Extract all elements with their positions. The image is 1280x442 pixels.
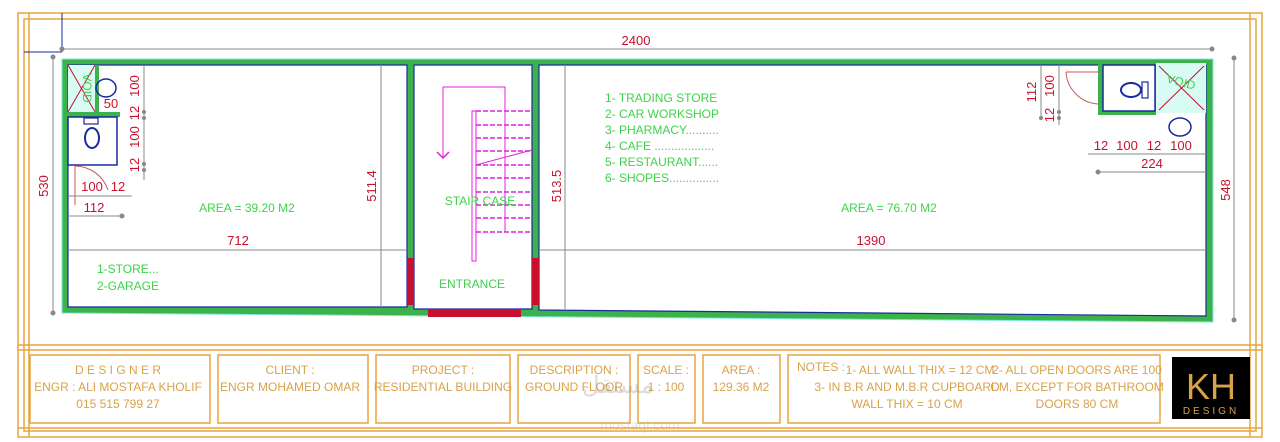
note-2b: CM, EXCEPT FOR BATHROOM <box>990 380 1164 394</box>
dim-r-100: 100 <box>1042 75 1057 97</box>
watermark-arabic: مستقل <box>582 372 654 399</box>
door-left <box>407 258 414 305</box>
dim-r-h12a: 12 <box>1094 138 1108 153</box>
dim-1390: 1390 <box>857 233 886 248</box>
toilet-icon <box>84 127 100 149</box>
designer-heading: D E S I G N E R <box>75 363 161 377</box>
project-heading: PROJECT : <box>412 363 474 377</box>
void-label-left: VOID <box>80 73 94 103</box>
dim-513-5: 513.5 <box>549 170 564 203</box>
right-use-5: 5- RESTAURANT...... <box>605 155 718 169</box>
dim-bath-100a: 100 <box>127 75 142 97</box>
dim-r-h100b: 100 <box>1170 138 1192 153</box>
dim-bath-12a: 12 <box>127 106 142 120</box>
left-room-area: AREA = 39.20 M2 <box>199 201 295 215</box>
designer-name: ENGR : ALI MOSTAFA KHOLIF <box>34 380 202 394</box>
dim-530: 530 <box>36 175 51 197</box>
right-use-3: 3- PHARMACY.......... <box>605 123 719 137</box>
area-value: 129.36 M2 <box>713 380 770 394</box>
sink-icon <box>95 78 117 98</box>
logo-mark: KH <box>1186 366 1236 407</box>
note-2a: 2- ALL OPEN DOORS ARE 100 <box>992 363 1162 377</box>
right-bathroom: VOID 112 100 12 12 100 12 100 224 <box>1024 63 1206 175</box>
title-block: D E S I G N E R ENGR : ALI MOSTAFA KHOLI… <box>29 354 1250 424</box>
toilet-icon-right <box>1120 82 1142 98</box>
overall-width-dimension: 2400 <box>59 33 1215 52</box>
right-use-2: 2- CAR WORKSHOP <box>605 107 719 121</box>
dim-r-12: 12 <box>1042 108 1057 122</box>
dim-r-h12b: 12 <box>1147 138 1161 153</box>
dim-bath-12b: 12 <box>127 158 142 172</box>
entrance-door <box>428 309 521 317</box>
designer-phone: 015 515 799 27 <box>76 397 160 411</box>
right-room-area: AREA = 76.70 M2 <box>841 201 937 215</box>
building-walls <box>61 58 1214 323</box>
description-heading: DESCRIPTION : <box>530 363 619 377</box>
dim-bath-100b: 100 <box>127 126 142 148</box>
right-height-dimension: 548 <box>1218 55 1237 323</box>
note-3b: WALL THIX = 10 CM <box>851 397 962 411</box>
dim-sink-50: 50 <box>104 96 118 111</box>
note-3a: 3- IN B.R AND M.B.R CUPBOARD <box>814 380 1000 394</box>
dim-511-4: 511.4 <box>364 170 379 202</box>
dim-door-100: 100 <box>81 179 103 194</box>
right-use-1: 1- TRADING STORE <box>605 91 717 105</box>
dim-r-h100a: 100 <box>1116 138 1138 153</box>
watermark-latin: mostaql.com <box>600 417 679 433</box>
client-value: ENGR MOHAMED OMAR <box>220 380 360 394</box>
right-use-6: 6- SHOPES............... <box>605 171 719 185</box>
area-heading: AREA : <box>722 363 761 377</box>
door-right <box>532 258 539 305</box>
note-1: 1- ALL WALL THIX = 12 CM <box>846 363 995 377</box>
kh-design-logo: KH DESIGN <box>1172 357 1250 419</box>
left-use-1: 1-STORE... <box>97 262 159 276</box>
left-height-dimension: 530 <box>36 54 56 316</box>
right-room: 1390 AREA = 76.70 M2 1- TRADING STORE 2-… <box>539 91 1206 251</box>
description-value: GROUND FLOOR <box>525 380 623 394</box>
dim-r-112: 112 <box>1024 82 1039 103</box>
project-value: RESIDENTIAL BUILDING <box>374 380 512 394</box>
sink-icon-right <box>1168 117 1192 137</box>
dim-wall-12: 12 <box>111 179 125 194</box>
dim-112: 112 <box>84 200 105 215</box>
entrance-label: ENTRANCE <box>439 277 505 291</box>
dim-712: 712 <box>227 233 249 248</box>
left-bathroom: VOID 100 12 100 12 50 100 12 112 <box>64 64 146 219</box>
client-heading: CLIENT : <box>265 363 314 377</box>
dim-2400: 2400 <box>622 33 651 48</box>
watermark: مستقل mostaql.com <box>582 372 680 433</box>
left-use-2: 2-GARAGE <box>97 279 159 293</box>
left-room: 712 511.4 AREA = 39.20 M2 1-STORE... 2-G… <box>68 65 407 307</box>
notes-heading: NOTES : <box>797 360 845 374</box>
dim-r-224: 224 <box>1141 156 1163 171</box>
scale-heading: SCALE : <box>643 363 689 377</box>
dim-548: 548 <box>1218 179 1233 201</box>
right-use-4: 4- CAFE .................. <box>605 139 714 153</box>
staircase <box>436 86 533 262</box>
note-2c: DOORS 80 CM <box>1036 397 1119 411</box>
logo-sub: DESIGN <box>1183 406 1239 417</box>
staircase-label: STAIR CASE <box>445 194 515 208</box>
scale-value: 1 : 100 <box>648 380 685 394</box>
